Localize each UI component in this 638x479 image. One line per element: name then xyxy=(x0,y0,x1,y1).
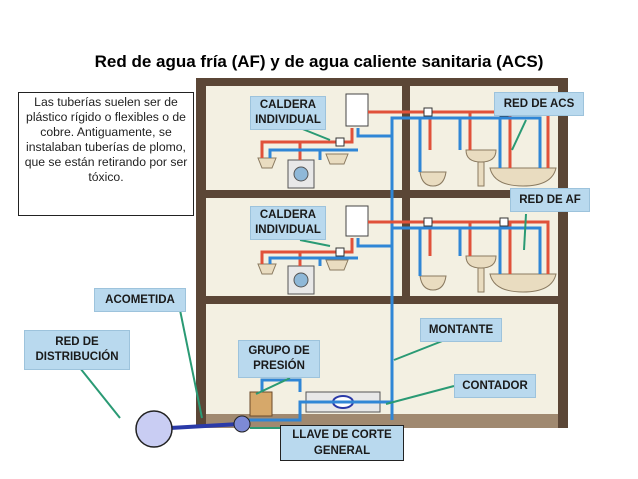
label-red-distribucion: RED DE DISTRIBUCIÓN xyxy=(24,330,130,370)
label-red-acs: RED DE ACS xyxy=(494,92,584,116)
pointer-lines xyxy=(79,119,527,429)
basement-cold-pipe xyxy=(244,378,394,422)
boiler-top xyxy=(345,93,369,127)
bathtub-mid xyxy=(489,273,557,293)
toilet-top xyxy=(419,171,447,187)
page-title: Red de agua fría (AF) y de agua caliente… xyxy=(94,52,544,71)
materials-note-text: Las tuberías suelen ser de plástico rígi… xyxy=(24,95,188,184)
main-shutoff-valve-icon xyxy=(233,415,251,433)
acometida-pipe xyxy=(169,422,241,430)
materials-note: Las tuberías suelen ser de plástico rígi… xyxy=(18,92,194,216)
pressure-group xyxy=(249,391,273,417)
cold-pipes-top xyxy=(268,116,542,420)
sink-top-kitchen xyxy=(325,153,349,165)
label-contador: CONTADOR xyxy=(454,374,536,398)
bathtub-top xyxy=(489,167,557,187)
label-caldera-top: CALDERA INDIVIDUAL xyxy=(250,96,326,130)
label-caldera-mid: CALDERA INDIVIDUAL xyxy=(250,206,326,240)
toilet-mid xyxy=(419,275,447,291)
label-acometida: ACOMETIDA xyxy=(94,288,186,312)
label-red-af: RED DE AF xyxy=(510,188,590,212)
label-grupo-presion: GRUPO DE PRESIÓN xyxy=(238,340,320,378)
boiler-mid xyxy=(345,205,369,237)
label-llave-corte: LLAVE DE CORTE GENERAL xyxy=(280,425,404,461)
distribution-network-node xyxy=(135,410,173,448)
cold-pipes-mid xyxy=(268,226,542,276)
sink-mid-kitchen xyxy=(325,259,349,271)
basement-floor xyxy=(206,414,558,428)
label-montante: MONTANTE xyxy=(420,318,502,342)
